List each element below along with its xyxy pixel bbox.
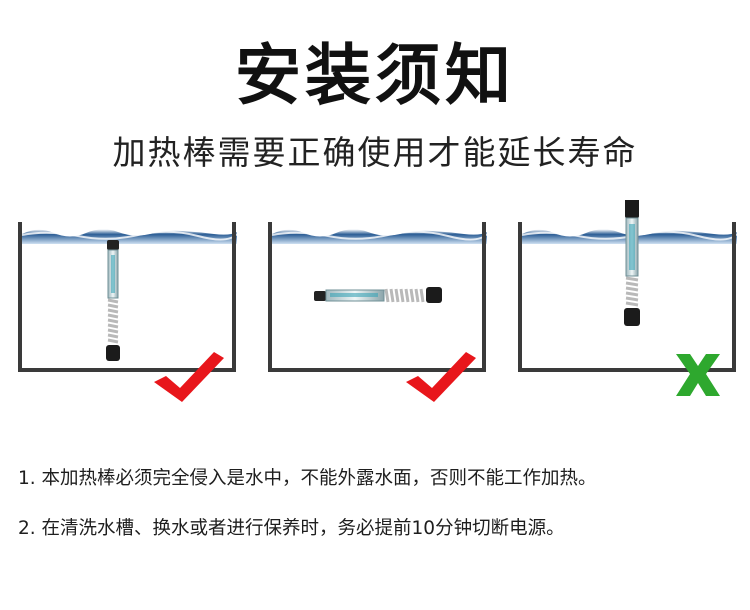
heater-icon xyxy=(624,200,640,326)
tank-outline xyxy=(18,222,236,372)
tank-panel-wrong-exposed xyxy=(518,200,743,410)
cross-icon xyxy=(674,352,722,402)
note-2: 2. 在清洗水槽、换水或者进行保养时，务必提前10分钟切断电源。 xyxy=(18,518,565,539)
heater-icon xyxy=(314,287,442,303)
check-icon xyxy=(404,348,478,410)
tank-panel-correct-vertical xyxy=(18,200,243,410)
tank-outline xyxy=(518,222,736,372)
page-subtitle: 加热棒需要正确使用才能延长寿命 xyxy=(112,133,638,172)
heater-icon xyxy=(106,240,120,361)
page-title: 安装须知 xyxy=(235,37,515,114)
check-icon xyxy=(152,348,226,410)
tank-outline xyxy=(268,222,486,372)
installation-notes: 1. 本加热棒必须完全侵入是水中，不能外露水面，否则不能工作加热。 2. 在清洗… xyxy=(18,466,748,566)
tank-panel-correct-horizontal xyxy=(268,200,493,410)
note-1: 1. 本加热棒必须完全侵入是水中，不能外露水面，否则不能工作加热。 xyxy=(18,468,597,489)
